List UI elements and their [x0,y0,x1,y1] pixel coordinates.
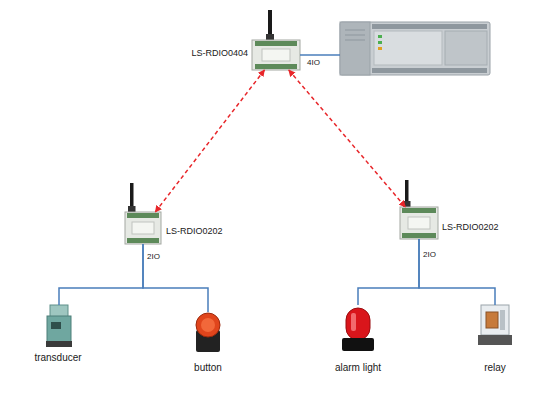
field-device: transducer [44,305,74,347]
field-device: button [192,312,224,352]
module-plate [408,217,430,229]
alarm-dome [346,308,370,340]
node-label: button [176,362,240,374]
transducer-display [51,322,61,329]
io-wire [358,239,419,305]
button-lens [201,318,215,332]
signal-label: 4IO [307,58,320,68]
antenna-base [266,34,274,40]
alarm-base [342,338,374,351]
node-label: LS-RDIO0202 [166,226,246,237]
transducer-body [47,316,71,342]
antenna [268,10,272,36]
radio-link [155,70,264,212]
edge-label: 2IO [423,250,436,260]
radio-module: LS-RDIO0202 [125,212,161,244]
transducer-base [46,341,72,347]
field-device: relay [478,305,512,345]
io-wire [143,244,208,312]
plc-led [378,47,382,50]
plc-front-panel [374,31,442,65]
radio-link [289,70,406,207]
plc-io-section [445,31,487,65]
plc-vent [345,35,365,36]
relay-cover [481,305,509,335]
antenna [130,183,134,208]
node-label: transducer [10,352,106,364]
plc-body [340,22,490,75]
plc-vent [345,40,365,41]
radio-module: LS-RDIO0202 [400,207,438,239]
node-label: LS-RDIO0202 [442,222,522,233]
plc-vent [345,30,365,31]
terminal-strip [127,238,159,243]
plc-power-section [340,22,370,75]
terminal-strip [255,64,297,69]
module-plate [132,222,154,234]
antenna-base [128,206,136,212]
module-plate [262,49,290,61]
edge-label: 2IO [147,252,160,262]
plc-terminals [372,68,487,73]
button-cap [196,313,220,337]
node-label: LS-RDIO0404 [160,48,248,59]
plc-terminals [372,24,487,29]
node-label: relay [463,362,527,374]
plc-led [378,35,382,38]
plc-led [378,41,382,44]
antenna [405,180,409,203]
alarm-highlight [351,313,356,331]
terminal-strip [255,41,297,46]
io-wire [419,239,495,305]
module-body [400,207,438,239]
terminal-strip [127,213,159,218]
terminal-strip [402,208,436,213]
io-wire [300,54,340,56]
terminal-strip [402,233,436,238]
transducer-top [50,305,68,317]
module-body [125,212,161,244]
radio-module: LS-RDIO0404 [252,40,300,70]
relay-contact [500,310,505,330]
node-label: alarm light [318,362,398,374]
relay-coil [486,312,498,328]
module-body [252,40,300,70]
field-device: alarm light [340,305,376,351]
relay-socket [478,335,512,345]
io-wire [59,244,143,305]
